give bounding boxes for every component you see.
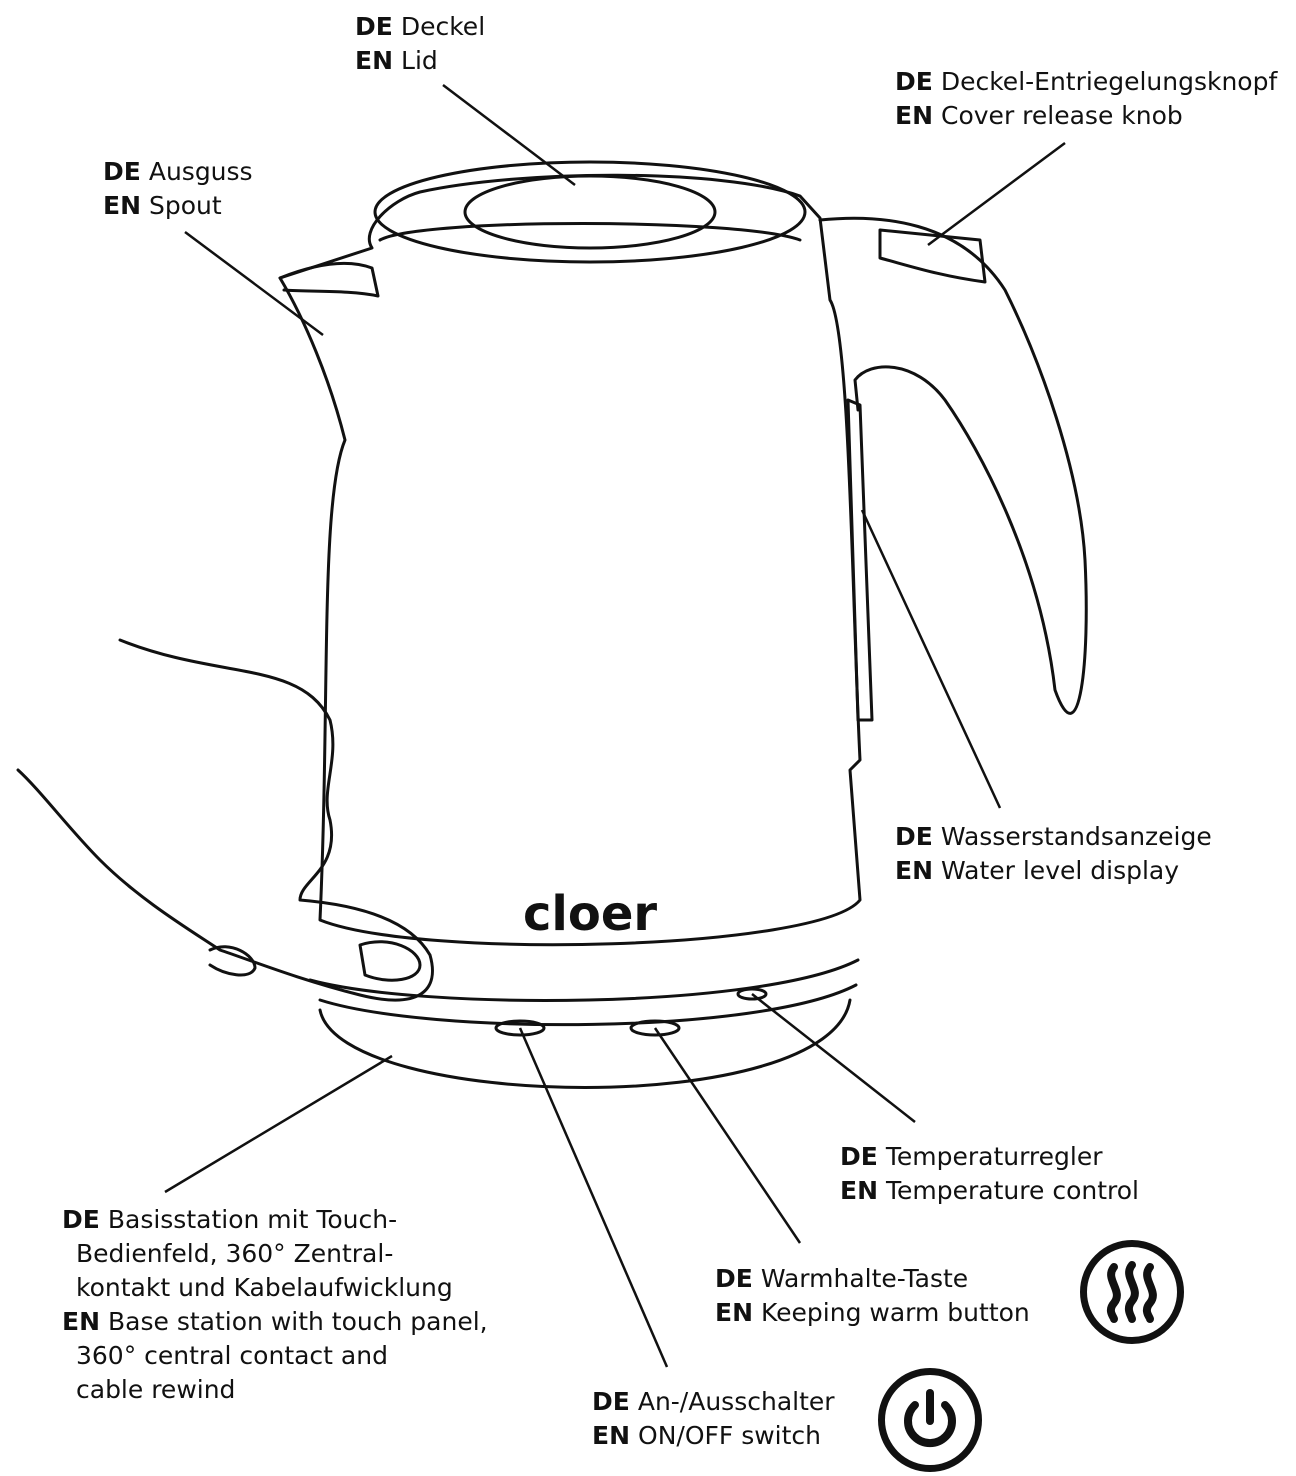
water-window: [846, 398, 874, 722]
label-lid-en: Lid: [401, 46, 438, 75]
leader-base: [164, 1054, 393, 1194]
label-spout-en: Spout: [149, 191, 222, 220]
leader-lid: [442, 84, 576, 186]
lang-code-de: DE: [715, 1264, 753, 1293]
lang-code-en: EN: [62, 1307, 101, 1336]
label-water-level-de: Wasserstandsanzeige: [940, 822, 1212, 851]
lang-code-en: EN: [895, 101, 934, 130]
label-onoff-en: ON/OFF switch: [638, 1421, 822, 1450]
base-band: [318, 983, 858, 1027]
label-base-de-1: Basisstation mit Touch-: [107, 1205, 398, 1234]
lang-code-en: EN: [840, 1176, 879, 1205]
label-cover-release-en: Cover release knob: [941, 101, 1183, 130]
lid-outer: [373, 160, 807, 264]
label-water-level-en: Water level display: [941, 856, 1180, 885]
label-base-en-2: 360° central contact and: [76, 1341, 388, 1370]
spout-shape: [278, 261, 380, 298]
label-temperature-en: Temperature control: [886, 1176, 1139, 1205]
label-keep-warm-en: Keeping warm button: [761, 1298, 1030, 1327]
base-top: [308, 958, 860, 1002]
lang-code-de: DE: [62, 1205, 100, 1234]
lang-code-en: EN: [355, 46, 394, 75]
label-base-en-1: Base station with touch panel,: [108, 1307, 488, 1336]
lang-code-de: DE: [895, 822, 933, 851]
label-base-de-3: kontakt und Kabelaufwicklung: [76, 1273, 453, 1302]
lang-code-de: DE: [103, 157, 141, 186]
lid-inner: [463, 174, 717, 250]
finger-nail: [358, 940, 422, 982]
lang-code-de: DE: [840, 1142, 878, 1171]
label-temperature-de: Temperaturregler: [885, 1142, 1103, 1171]
temperature-slider-mark: [736, 987, 768, 1001]
leader-keep-warm: [653, 1027, 802, 1244]
leader-water-level: [860, 509, 1002, 809]
label-base-de-2: Bedienfeld, 360° Zentral-: [76, 1239, 394, 1268]
label-cover-release-de: Deckel-Entriegelungsknopf: [940, 67, 1278, 96]
brand-logo: cloer: [523, 886, 657, 942]
label-lid-de: Deckel: [400, 12, 486, 41]
power-icon: [878, 1368, 982, 1472]
label-spout-de: Ausguss: [148, 157, 253, 186]
label-keep-warm-de: Warmhalte-Taste: [760, 1264, 969, 1293]
thumb: [208, 945, 257, 977]
lang-code-de: DE: [895, 67, 933, 96]
hand-outline: [16, 638, 434, 1002]
warm-touch-button: [629, 1019, 681, 1037]
lid-rim: [378, 222, 802, 242]
keep-warm-icon: [1080, 1240, 1184, 1344]
leader-onoff: [518, 1027, 669, 1368]
kettle-handle: [818, 216, 1088, 715]
release-knob: [878, 228, 987, 284]
leader-spout: [184, 230, 324, 337]
label-base-en-3: cable rewind: [76, 1375, 236, 1404]
leader-release: [927, 141, 1066, 247]
lang-code-de: DE: [355, 12, 393, 41]
lang-code-en: EN: [592, 1421, 631, 1450]
leader-temperature: [751, 993, 916, 1123]
base-station: [318, 998, 852, 1089]
lang-code-en: EN: [895, 856, 934, 885]
lang-code-en: EN: [715, 1298, 754, 1327]
power-touch-button: [494, 1019, 546, 1037]
kettle-body: [278, 173, 862, 947]
lang-code-de: DE: [592, 1387, 630, 1416]
lang-code-en: EN: [103, 191, 142, 220]
label-onoff-de: An-/Ausschalter: [637, 1387, 835, 1416]
